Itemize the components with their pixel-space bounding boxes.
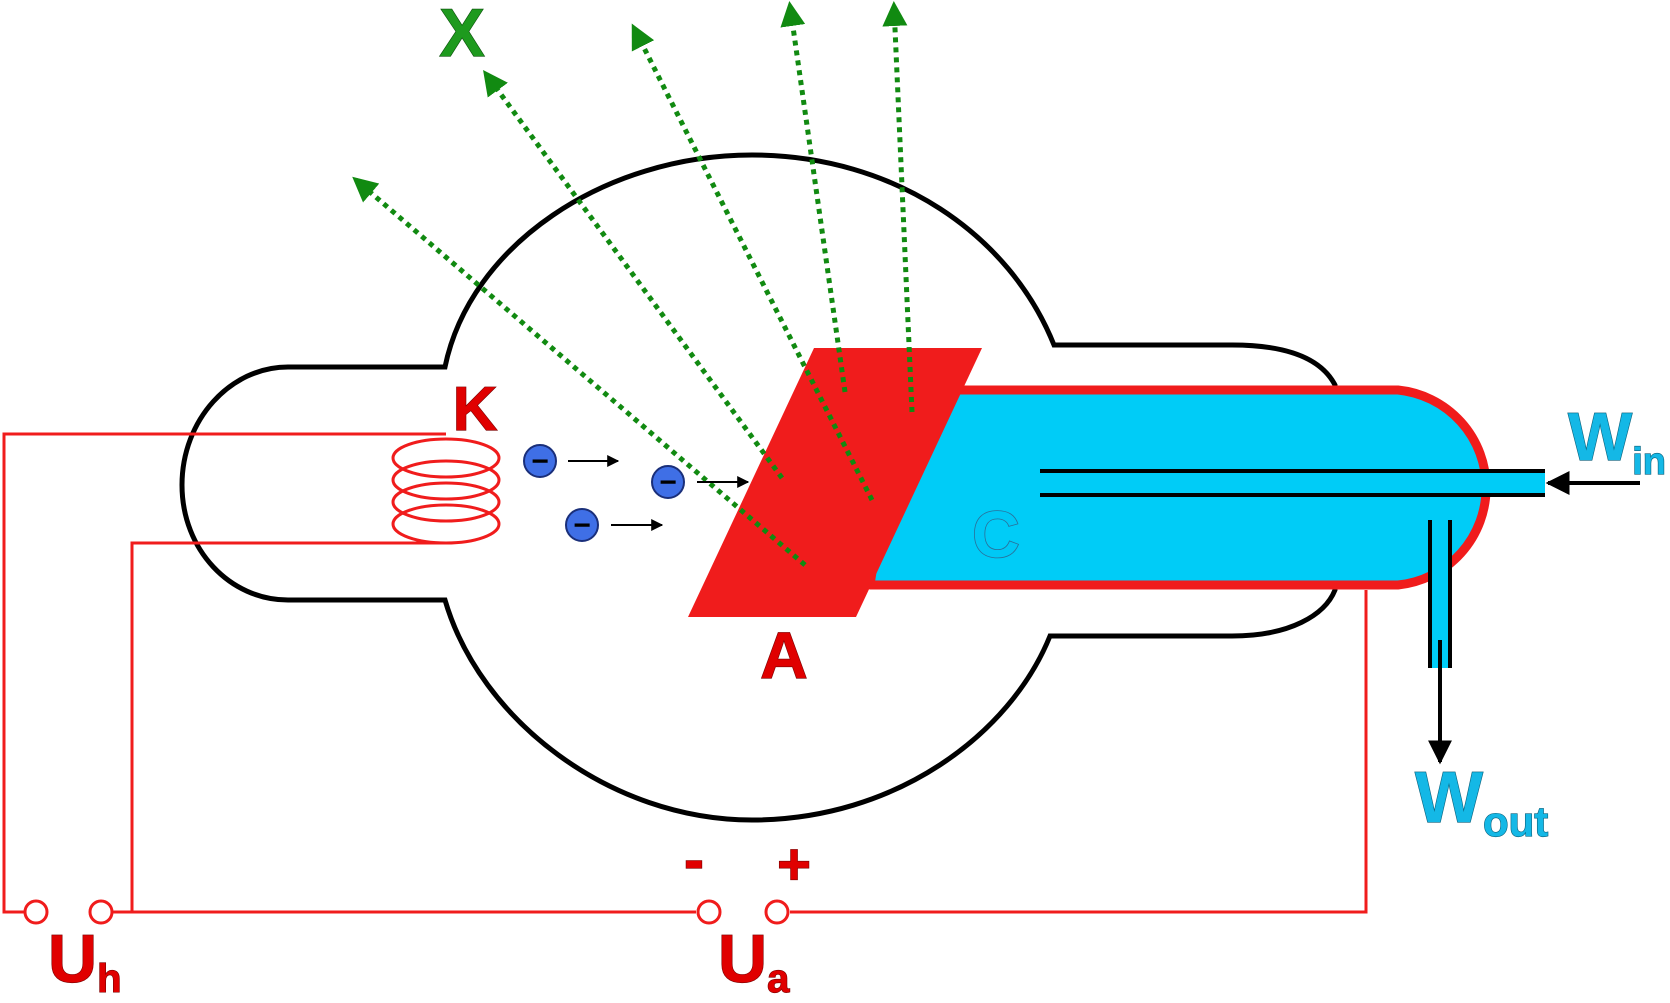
heater-wire-top <box>2 432 446 914</box>
terminal-uh-left <box>23 899 49 925</box>
water-in-sub: in <box>1632 441 1666 483</box>
terminal-ua-minus <box>696 899 722 925</box>
xray-beam-3 <box>631 23 875 502</box>
anode-voltage-label: Ua <box>718 921 790 998</box>
water-in-label: Win <box>1568 399 1666 483</box>
water-out-label: Wout <box>1415 758 1548 845</box>
plus-sign-label: + <box>777 832 811 897</box>
electrons: − − − <box>523 444 750 542</box>
heater-voltage-sub: h <box>97 957 121 998</box>
terminal-uh-right <box>88 899 114 925</box>
terminal-ua-plus <box>764 899 790 925</box>
anode-supply-wire <box>790 590 1368 914</box>
water-out-sub: out <box>1483 798 1548 845</box>
electron-3-symbol: − <box>573 509 591 542</box>
anode-block <box>688 348 982 617</box>
heater-voltage-main: U <box>48 921 97 997</box>
minus-sign-label: - <box>684 826 704 893</box>
heater-voltage-label: Uh <box>48 921 122 998</box>
xray-label: X <box>439 0 484 71</box>
electron-1: − <box>523 444 620 478</box>
electron-2: − <box>651 465 750 499</box>
electron-3: − <box>565 508 664 542</box>
electron-1-symbol: − <box>531 445 549 478</box>
water-outlet-pipe <box>1428 520 1452 668</box>
electron-2-symbol: − <box>659 466 677 499</box>
xray-beam-2 <box>483 69 785 480</box>
water-in-main: W <box>1568 399 1633 475</box>
water-out-main: W <box>1415 758 1483 838</box>
xray-beam-4 <box>780 1 848 393</box>
cathode-label: K <box>453 375 498 444</box>
xray-beams <box>352 1 915 567</box>
xray-beam-1 <box>352 176 807 567</box>
filament-coil <box>391 437 501 545</box>
anode-voltage-sub: a <box>767 957 790 998</box>
anode-voltage-main: U <box>718 921 767 997</box>
anode-label: A <box>760 618 808 692</box>
coolant-label: C <box>972 497 1020 571</box>
water-inlet-pipe <box>1040 469 1545 497</box>
circuit-wiring <box>2 432 1368 925</box>
xray-beam-5 <box>882 1 915 413</box>
